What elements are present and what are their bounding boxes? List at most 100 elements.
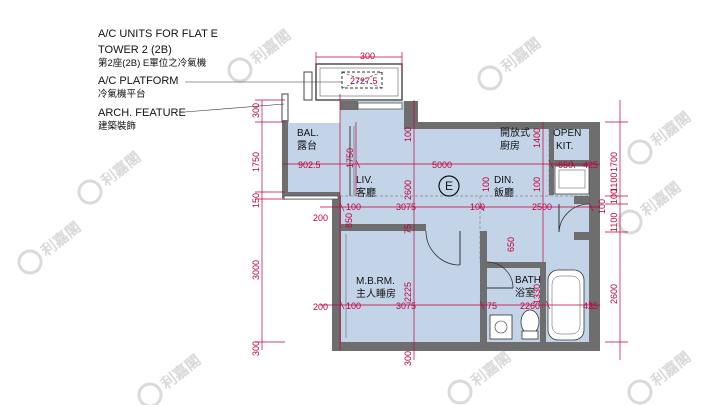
room-din-en: DIN. [494, 175, 514, 186]
watermark-text: 利嘉閣 [648, 348, 695, 390]
dim-c-75-bot: 75 [487, 301, 497, 311]
window-bal [283, 195, 339, 200]
room-din-zh: 飯廳 [494, 186, 514, 199]
toilet-icon [520, 309, 540, 335]
dim-c-2500: 2500 [532, 202, 552, 212]
watermark-logo-icon [137, 382, 163, 405]
room-liv-en: LIV. [356, 175, 373, 186]
watermark-logo-icon [617, 209, 643, 235]
dim-r-2600: 2600 [609, 284, 619, 304]
room-bal-en: BAL. [297, 128, 319, 139]
arch-feature [281, 93, 289, 123]
wall-bottom [340, 342, 600, 351]
wall-left-mid [332, 196, 341, 228]
dim-left-3000: 3000 [251, 260, 261, 280]
watermark-text: 利嘉閣 [158, 351, 205, 393]
dim-c-650-top: 650 [558, 160, 573, 170]
room-kit-en2: KIT. [556, 141, 573, 152]
watermark-logo-icon [627, 139, 653, 165]
dim-c-1330: 1330 [532, 284, 542, 304]
flat-label-circle [438, 175, 460, 197]
note-ac-platform: A/C PLATFORM [98, 75, 178, 87]
ac-unit-dashed [341, 71, 383, 89]
dim-r-100-a: 100 [609, 189, 619, 204]
dimension-lines [255, 52, 628, 360]
kitchen-sink [558, 169, 586, 189]
note-ac-platform-zh: 冷氣機平台 [98, 88, 146, 100]
dim-c-2260: 2260 [520, 301, 540, 311]
dim-r-1100-a: 1100 [609, 173, 619, 192]
room-kit-zh: 開放式 [500, 126, 530, 139]
watermark-logo-icon [77, 179, 103, 205]
wall-mbr-liv [340, 224, 426, 231]
watermark-logo-icon [627, 379, 653, 405]
dimension-values: 300 2727.5 300 1750 150 3000 300 1750 90… [251, 51, 619, 366]
dim-c-100-liv: 100 [346, 202, 361, 212]
dim-c-100-bot: 100 [346, 301, 361, 311]
note-tower: TOWER 2 (2B) [98, 44, 172, 56]
bath-door-swing [486, 261, 514, 289]
dim-c-200-bot: 200 [313, 302, 328, 312]
dim-c-3075-bot: 3075 [396, 301, 416, 311]
leader-lines [184, 81, 342, 113]
room-labels: BAL. 露台 開放式 廚房 OPEN KIT. LIV. 客廳 DIN. 飯廳… [297, 126, 581, 300]
dim-c-100-c: 100 [532, 177, 542, 192]
wall-kit-side [549, 125, 554, 195]
wall-mbr-bath [480, 231, 487, 342]
dim-c-425-top: 425 [583, 160, 598, 170]
dim-c-75-top: 75 [403, 224, 413, 234]
wall-bal-left [282, 120, 288, 196]
notes: A/C UNITS FOR FLAT E TOWER 2 (2B) 第2座(2B… [98, 28, 218, 132]
watermark-logo-icon [447, 379, 473, 405]
dim-c-5000: 5000 [432, 160, 452, 170]
note-ac-units: A/C UNITS FOR FLAT E [98, 28, 218, 40]
watermark-logo-icon [17, 249, 43, 275]
dim-c-2600: 2600 [403, 180, 413, 200]
wall-kit-bottom [549, 160, 589, 166]
flat-label: E [445, 179, 453, 193]
wall-left-lower [332, 228, 341, 351]
room-kit-en: OPEN [553, 128, 581, 139]
room-mbr-zh: 主人睡房 [356, 287, 396, 300]
watermark-text: 利嘉閣 [498, 34, 545, 76]
dim-left-150: 150 [251, 193, 261, 208]
walls [282, 101, 600, 351]
wall-right [589, 122, 600, 350]
watermark-text: 利嘉閣 [38, 218, 85, 260]
dim-top-300: 300 [360, 51, 375, 61]
wall-top-bal [340, 101, 358, 110]
dim-left-300-bot: 300 [251, 341, 261, 356]
dim-c-100-mid: 100 [470, 202, 485, 212]
wall-door-pier-bot [574, 232, 589, 240]
dim-bal-902: 902.5 [298, 160, 321, 170]
window-top [357, 102, 403, 110]
basin-icon [489, 314, 513, 340]
dim-c-300-bot: 300 [403, 351, 413, 366]
dim-c-3075-top: 3075 [396, 202, 416, 212]
mbr-door-swing [425, 230, 461, 266]
note-arch-feature-zh: 建築裝飾 [98, 120, 136, 132]
watermark-text: 利嘉閣 [248, 26, 295, 68]
room-bath-zh: 浴室 [515, 286, 535, 299]
dim-c-200-top: 200 [313, 213, 328, 223]
dim-r-1700: 1700 [609, 152, 619, 172]
watermark-text: 利嘉閣 [638, 178, 685, 220]
wall-door-pier-top [574, 196, 589, 204]
room-liv-zh: 客廳 [356, 186, 376, 199]
dim-c-1400: 1400 [532, 128, 542, 148]
windows [283, 102, 403, 200]
watermark-text: 利嘉閣 [468, 348, 515, 390]
watermark-logo-icon [227, 57, 253, 83]
dim-c-2225: 2225 [403, 282, 413, 302]
dim-r-1100-b: 1100 [609, 213, 619, 232]
room-mbr-en: M.B.RM. [356, 276, 395, 287]
dim-left-1750: 1750 [251, 152, 261, 172]
watermark-text: 利嘉閣 [98, 148, 145, 190]
dim-c-100-b: 100 [481, 177, 491, 192]
kitchen-counter [554, 165, 590, 195]
watermark-text: 利嘉閣 [648, 108, 695, 150]
note-tower-zh: 第2座(2B) E單位之冷氣機 [98, 57, 207, 69]
dim-r-100-b: 100 [597, 199, 607, 214]
room-bath-en: BATH [515, 275, 541, 286]
